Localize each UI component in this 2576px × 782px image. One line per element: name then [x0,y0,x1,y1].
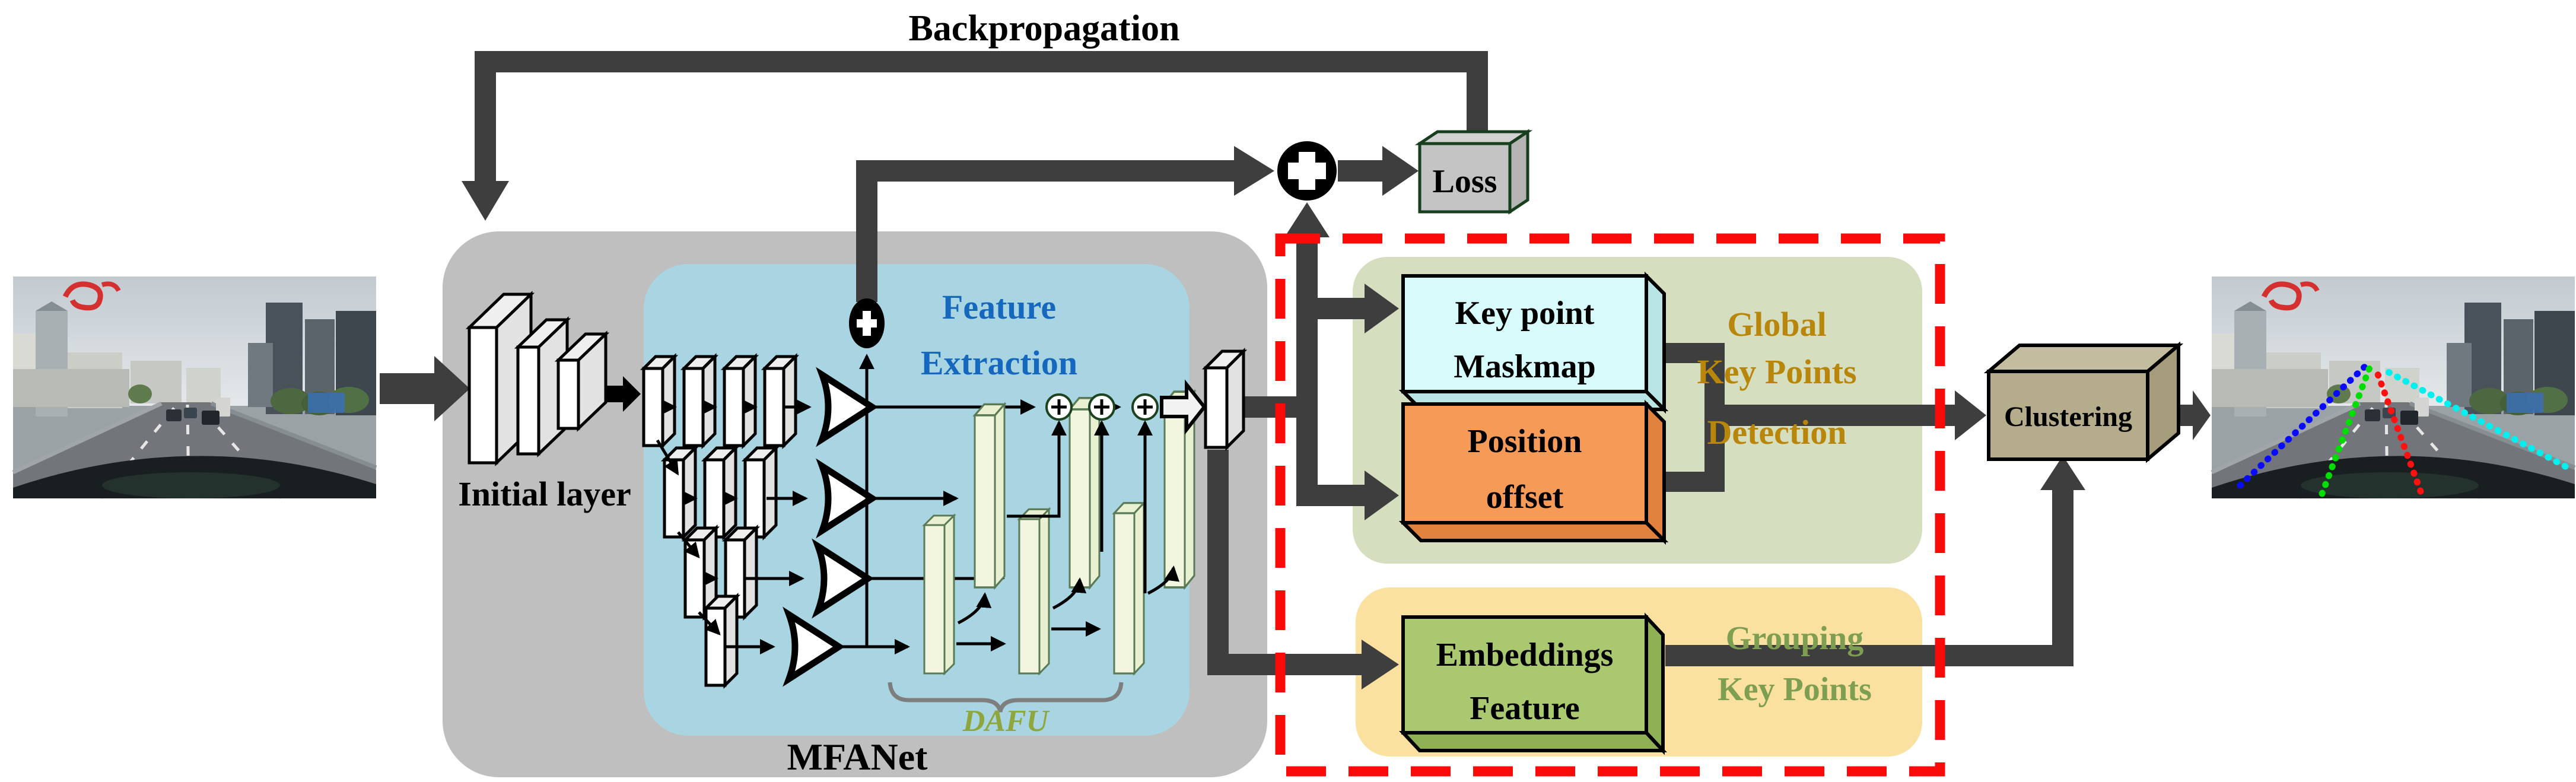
encoder-row-4 [706,596,839,685]
position-offset-box: Position offset [1398,399,1669,545]
prediction-branch-bars [1284,202,1399,520]
svg-text:Key Points: Key Points [1697,352,1856,391]
svg-text:Feature: Feature [942,288,1056,326]
keypoint-maskmap-box: Key point Maskmap [1398,271,1669,414]
detected-lane-overlays [2237,363,2569,497]
feature-extraction-label: Feature Extraction [921,288,1077,382]
svg-text:Key Points: Key Points [1718,671,1872,708]
encoder-row-2 [664,448,872,537]
svg-text:Global: Global [1727,305,1827,344]
feature-add-node [849,298,885,348]
embeddings-label-line2: Feature [1470,690,1580,727]
output-photo [2212,276,2575,498]
encoder-row-1 [644,357,872,446]
keypoint-label-line2: Maskmap [1454,348,1596,385]
mfanet-label: MFANet [787,736,928,778]
backpropagation-title: Backpropagation [908,8,1179,49]
sum-node [1277,141,1337,201]
feature-output-slab [1201,347,1248,452]
svg-text:Extraction: Extraction [921,344,1077,382]
input-photo [13,276,376,498]
global-detection-label: Global Key Points Detection [1697,305,1856,452]
initial-layer-slabs [465,291,610,466]
grouping-to-clustering-bar [1665,456,2085,666]
sum-to-loss-arrow [1338,146,1419,196]
dafu-brace [888,682,1124,713]
dafu-wiring [956,420,1180,651]
clustering-output-arrow [2180,390,2211,440]
fusion-oplus-nodes [1045,393,1159,421]
feature-to-sum-arrow [856,146,1274,302]
feature-output-arrow [1160,379,1207,435]
grouping-label: Grouping Key Points [1718,620,1872,708]
dafu-label: DAFU [962,704,1050,738]
initial-to-feature-arrow [604,376,641,412]
clustering-box: Clustering [1983,341,2184,463]
encoder-row-3 [685,528,868,617]
detection-merge-bars [1665,343,1986,492]
backpropagation-arrow [462,51,1488,221]
detection-dashed-boundary [1275,233,1945,777]
embeddings-branch-bar [1207,450,1399,689]
loss-box: Loss [1414,129,1533,215]
keypoint-label-line1: Key point [1455,295,1595,332]
downsample-arrows [656,439,721,635]
embeddings-feature-box: Embeddings Feature [1399,612,1667,755]
initial-layer-label: Initial layer [458,475,631,513]
input-arrow [380,356,470,421]
loss-label: Loss [1433,163,1497,200]
svg-text:Detection: Detection [1707,413,1846,452]
position-label-line1: Position [1468,423,1582,460]
embeddings-label-line1: Embeddings [1436,637,1614,673]
svg-text:Grouping: Grouping [1726,620,1863,657]
clustering-label: Clustering [2004,401,2132,433]
position-label-line2: offset [1486,479,1564,516]
